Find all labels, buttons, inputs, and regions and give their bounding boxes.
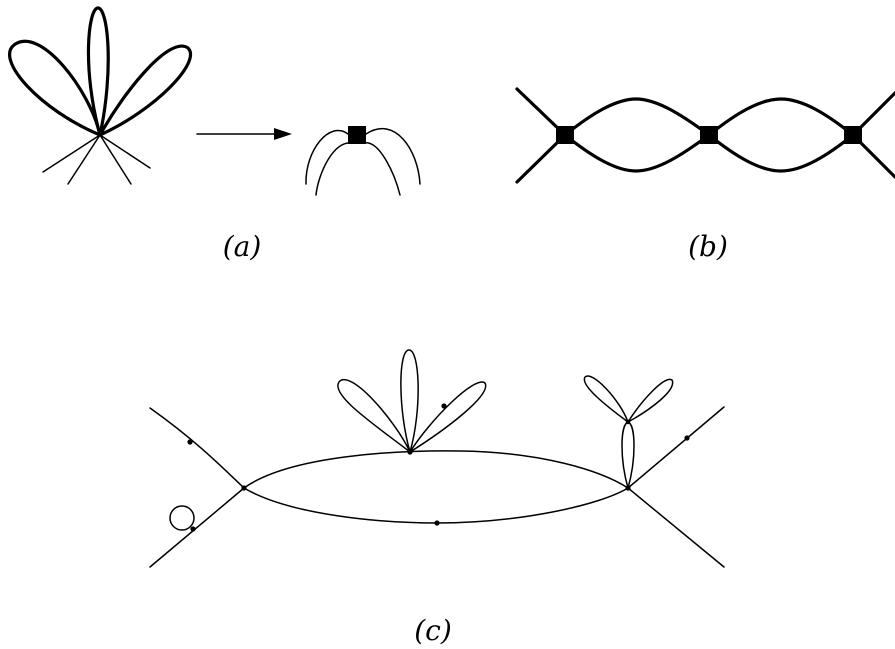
petal-right [98,44,192,137]
petal-right [409,381,487,453]
arrow-icon [196,128,292,140]
petal-left [337,379,411,453]
external-leg [627,487,725,568]
vertex-dot [684,435,690,441]
line-right-inner [363,142,401,196]
bubble-2-upper [707,97,855,137]
external-leg [627,406,725,489]
petal-center [400,349,419,453]
vertex-dot [434,520,440,526]
bubble-1-lower [563,133,711,173]
vertex-dot [190,526,196,532]
tadpole-loop [169,505,195,531]
line-left [305,129,349,185]
vertex-dot [187,439,193,445]
caption-a: (a) [223,230,262,263]
line-right [365,127,421,185]
diagram-a-effective-vertex [305,126,421,196]
external-leg [99,134,132,185]
vertex-dot [441,403,447,409]
petal-center [86,6,110,137]
caption-b: (b) [688,230,728,263]
loop-upper [243,450,629,489]
vertical-loop [621,421,635,489]
diagram-a-petal-vertex [8,6,192,185]
diagram-c-composite [149,349,725,568]
vertex-square [556,126,574,144]
external-leg [149,407,245,489]
vertex-square [348,126,366,144]
external-leg [149,487,245,568]
bubble-2-lower [707,133,855,173]
bubble-1-upper [563,97,711,137]
petal-left [8,39,102,137]
caption-c: (c) [414,614,452,647]
petal-right [627,378,674,423]
vertex-dot [625,485,631,491]
vertex-square [844,126,862,144]
line-left-inner [315,142,353,196]
external-leg [67,134,101,185]
vertex-square [700,126,718,144]
petal-left [583,375,629,423]
vertex-dot [625,419,631,425]
loop-lower [243,487,629,524]
external-leg [99,134,151,169]
vertex-dot [407,449,413,455]
vertex-dot [241,485,247,491]
diagram-b-bubble-chain [515,87,895,184]
external-leg [42,134,101,173]
